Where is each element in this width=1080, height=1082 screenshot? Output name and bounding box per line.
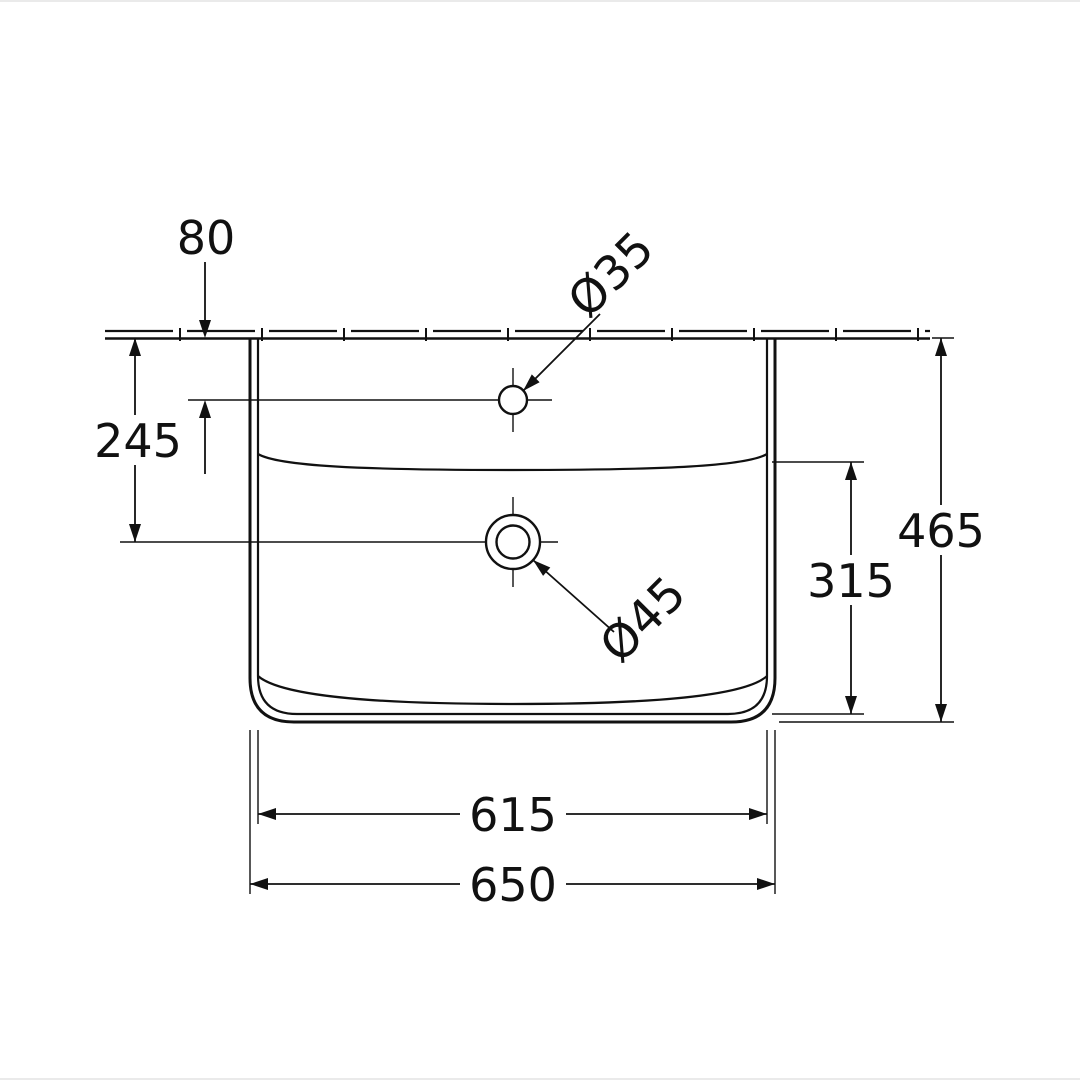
dim-615-label: 615 (469, 788, 557, 842)
dim-315: 315 (772, 461, 901, 715)
basin-outer-outline (248, 338, 777, 724)
arrowhead-down (199, 320, 211, 338)
label-mask (891, 505, 991, 555)
wall-ticks (179, 328, 919, 341)
bowl-back-edge (257, 453, 768, 472)
wall-edge-band (105, 328, 930, 341)
arrowhead-right (757, 878, 775, 890)
arrowhead-left (250, 878, 268, 890)
arrowhead-down (935, 704, 947, 722)
label-mask (801, 555, 901, 605)
dim-465-label: 465 (897, 504, 985, 558)
drain-hole-group (120, 497, 558, 587)
dim-245-label: 245 (94, 414, 182, 468)
dim-650-label: 650 (469, 858, 557, 912)
basin-inner-rim (256, 338, 769, 716)
arrowhead-up (129, 338, 141, 356)
dim-615: 615 (257, 730, 768, 842)
arrowhead-up (935, 338, 947, 356)
dim-80-label: 80 (177, 211, 236, 265)
label-mask (460, 789, 566, 839)
dim-650: 650 (249, 730, 776, 912)
faucet-hole-group (188, 368, 552, 432)
leader-line (532, 559, 615, 633)
leader-line (522, 313, 601, 392)
dim-80: 80 (177, 211, 236, 474)
drain-hole-inner (495, 524, 531, 560)
arrowhead-left (258, 808, 276, 820)
label-drain-diameter: Ø45 (590, 566, 697, 673)
leader-faucet-diameter: Ø35 (522, 221, 665, 392)
dim-245: 245 (88, 338, 188, 542)
dim-315-label: 315 (807, 554, 895, 608)
faucet-hole (497, 384, 529, 416)
arrowhead-diagonal (533, 560, 551, 576)
label-faucet-diameter: Ø35 (558, 221, 665, 328)
arrowhead-diagonal (523, 374, 540, 391)
arrowhead-up (199, 400, 211, 418)
arrowhead-up (845, 462, 857, 480)
leader-drain-diameter: Ø45 (532, 559, 697, 673)
arrowhead-right (749, 808, 767, 820)
basin-body (248, 338, 777, 724)
arrowhead-down (845, 696, 857, 714)
label-mask (88, 415, 188, 465)
arrowhead-down (129, 524, 141, 542)
bowl-front-edge (257, 675, 768, 706)
dim-465: 465 (779, 337, 991, 723)
label-mask (460, 859, 566, 909)
drain-hole-outer (484, 513, 542, 571)
